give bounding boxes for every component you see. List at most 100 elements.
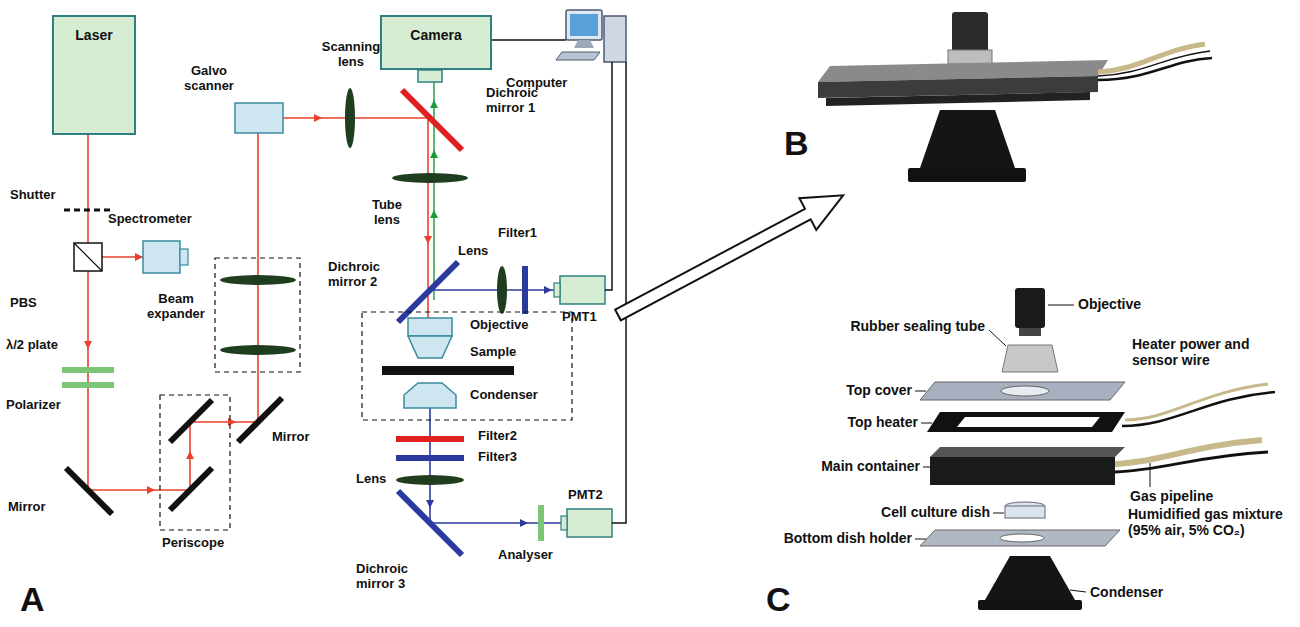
galvo-scanner — [235, 103, 283, 133]
analyser — [538, 505, 544, 541]
beam — [430, 289, 560, 291]
cable — [480, 39, 566, 41]
leader-line — [921, 423, 932, 424]
condenser — [404, 383, 456, 408]
part-label: Spectrometer — [108, 212, 192, 227]
part-label: Bottom dish holder — [784, 530, 912, 546]
part-label: Objective — [470, 318, 529, 333]
optics — [62, 70, 612, 555]
cover-hole — [1001, 386, 1049, 396]
part-label: Cell culture dish — [881, 504, 990, 520]
lens — [220, 275, 296, 285]
arrowhead — [426, 500, 434, 508]
filter — [396, 436, 464, 442]
spectrometer — [180, 249, 188, 265]
part-label: Condenser — [470, 388, 538, 403]
culture-dish — [1005, 506, 1045, 518]
objective — [408, 318, 452, 336]
pointer-arrow — [610, 179, 852, 331]
arrowhead — [430, 210, 438, 218]
condenser — [985, 556, 1075, 600]
part-label: Lens — [356, 472, 386, 487]
spectrometer — [143, 241, 180, 273]
pbs-diagonal — [74, 243, 102, 271]
top-heater — [927, 412, 1125, 432]
arrowhead — [430, 100, 438, 108]
dichroic-mirror — [398, 262, 458, 322]
component-name: Camera — [382, 17, 490, 43]
main-container — [930, 457, 1115, 485]
arrowhead — [544, 286, 552, 294]
filter — [522, 266, 528, 314]
polarizer — [62, 382, 114, 388]
arrowhead — [520, 519, 528, 527]
part-label: Objective — [1078, 296, 1141, 312]
pmt — [554, 283, 560, 297]
part-label: Dichroic mirror 2 — [328, 260, 396, 290]
leader-line — [1048, 305, 1074, 306]
camera-signal — [430, 82, 438, 300]
camera-port — [418, 70, 442, 82]
beam — [88, 489, 190, 491]
wire — [1122, 392, 1275, 426]
beam-arrowheads — [84, 114, 432, 494]
lens — [392, 173, 468, 183]
screen — [570, 14, 598, 36]
microscope-frame — [362, 312, 572, 420]
exploded-chamber — [920, 288, 1275, 610]
dichroic-mirror — [398, 491, 462, 555]
pbs-cube — [74, 243, 102, 271]
part-label: Galvo scanner — [176, 64, 242, 94]
part-label: Mirror — [8, 500, 46, 515]
monitor — [566, 10, 602, 40]
part-label: Gas pipeline — [1130, 488, 1213, 504]
part-label: Shutter — [10, 188, 56, 203]
part-label: λ/2 plate — [6, 338, 58, 353]
part-label: Analyser — [498, 548, 553, 563]
part-label: Heater power and sensor wire — [1132, 336, 1254, 368]
panel-letter: B — [784, 124, 809, 163]
lens — [345, 88, 355, 148]
leader-line — [915, 539, 926, 540]
arrowhead — [186, 451, 194, 459]
arrowhead — [147, 486, 155, 494]
tower — [604, 16, 626, 62]
dichroic-mirror — [402, 90, 462, 150]
part-label: Lens — [458, 244, 488, 259]
part-label: Tube lens — [364, 198, 410, 228]
part-label: Dichroic mirror 1 — [486, 86, 556, 116]
laser-beam — [88, 118, 430, 490]
component-box: Laser — [52, 15, 136, 135]
panel-letter: A — [20, 580, 45, 619]
leader-line — [1150, 463, 1151, 487]
condenser — [978, 600, 1082, 610]
half-wave-plate — [62, 367, 114, 373]
main-container — [930, 447, 1125, 457]
part-label: PMT1 — [562, 310, 597, 325]
part-label: Polarizer — [6, 398, 61, 413]
part-label: Filter2 — [478, 429, 517, 444]
gas-tube — [1115, 452, 1268, 472]
part-label: PBS — [10, 296, 37, 311]
part-label: Condenser — [1090, 584, 1163, 600]
beam-expander-frame — [215, 258, 300, 372]
leader-lines — [915, 305, 1150, 592]
part-label: Filter1 — [498, 226, 537, 241]
arrowhead — [430, 150, 438, 158]
sealing-tube — [948, 50, 992, 64]
mirror — [66, 468, 112, 514]
part-label: Filter3 — [478, 450, 517, 465]
pointer-arrow — [610, 179, 852, 331]
part-label: Mirror — [272, 430, 310, 445]
computer — [556, 10, 626, 62]
heater-window — [957, 417, 1100, 427]
arrowhead — [228, 418, 236, 426]
keyboard — [556, 52, 600, 60]
condenser — [908, 168, 1026, 182]
cable — [605, 62, 612, 290]
lens — [497, 266, 507, 314]
objective — [952, 12, 988, 56]
assembled-chamber — [818, 12, 1212, 182]
beam — [430, 522, 567, 524]
